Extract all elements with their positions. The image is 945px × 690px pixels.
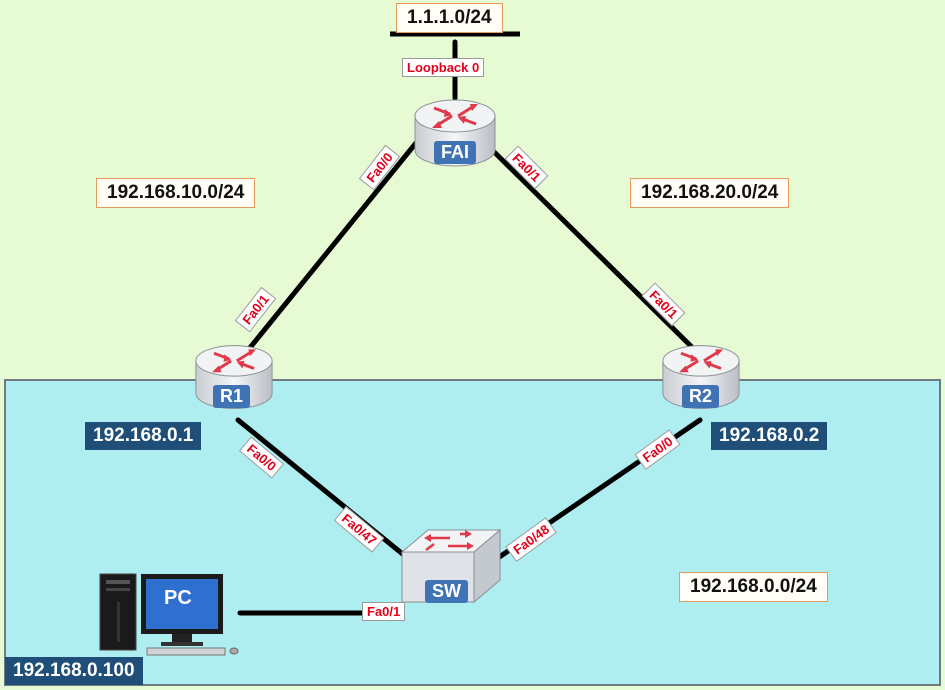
sw-label: SW — [425, 580, 468, 603]
r2-label: R2 — [682, 385, 720, 408]
pc-label: PC — [164, 587, 192, 609]
fai-loopback-port-label: Loopback 0 — [402, 58, 485, 77]
router-r2-icon[interactable] — [660, 338, 742, 418]
lan-network-label: 192.168.0.0/24 — [679, 572, 828, 602]
r1-ip-label: 192.168.0.1 — [85, 422, 202, 450]
fai-r1-network-label: 192.168.10.0/24 — [96, 178, 256, 208]
pc-ip-label: 192.168.0.100 — [5, 657, 143, 685]
internet-network-label: 1.1.1.0/24 — [396, 3, 503, 33]
link-fai-r2 — [477, 135, 708, 363]
r1-label: R1 — [213, 385, 251, 408]
link-fai-r1 — [237, 135, 423, 363]
r2-ip-label: 192.168.0.2 — [711, 422, 828, 450]
pc-icon[interactable] — [97, 572, 242, 658]
sw-to-pc-port-label: Fa0/1 — [362, 602, 406, 621]
fai-r2-network-label: 192.168.20.0/24 — [630, 178, 790, 208]
fai-label: FAI — [434, 141, 477, 164]
